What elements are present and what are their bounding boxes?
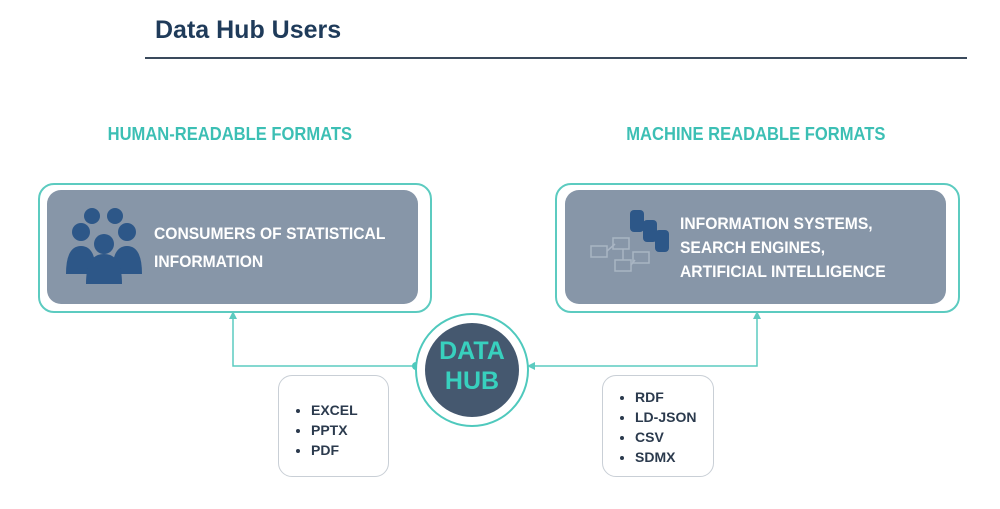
format-item: LD-JSON	[635, 407, 713, 427]
database-network-icon	[590, 210, 669, 272]
format-item: PPTX	[311, 420, 388, 440]
machine-users-line1: INFORMATION SYSTEMS,	[680, 214, 873, 233]
data-hub-circle	[425, 323, 519, 417]
format-item: PDF	[311, 440, 388, 460]
page-title: Data Hub Users	[155, 16, 342, 44]
machine-users-line2: SEARCH ENGINES,	[680, 238, 826, 257]
machine-formats-list: RDF LD-JSON CSV SDMX	[602, 375, 714, 477]
title-divider	[145, 57, 967, 59]
people-group-icon	[66, 208, 142, 284]
format-item: EXCEL	[311, 400, 388, 420]
human-users-line1: CONSUMERS OF STATISTICAL	[154, 224, 386, 243]
right-connector	[530, 316, 758, 367]
arrow-left-icon	[527, 362, 535, 370]
human-readable-heading: HUMAN-READABLE FORMATS	[107, 124, 353, 144]
machine-users-line3: ARTIFICIAL INTELLIGENCE	[680, 262, 886, 281]
format-item: CSV	[635, 427, 713, 447]
human-formats-list: EXCEL PPTX PDF	[278, 375, 389, 477]
data-hub-label: DATA HUB	[425, 336, 519, 396]
arrow-up-icon	[229, 311, 237, 319]
arrow-up-icon	[753, 311, 761, 319]
format-item: RDF	[635, 387, 713, 407]
data-hub-line2: HUB	[444, 367, 500, 395]
data-hub-line1: DATA	[439, 337, 505, 365]
left-connector	[232, 316, 415, 367]
machine-readable-heading: MACHINE READABLE FORMATS	[626, 124, 886, 144]
format-item: SDMX	[635, 447, 713, 467]
human-users-line2: INFORMATION	[154, 252, 264, 271]
